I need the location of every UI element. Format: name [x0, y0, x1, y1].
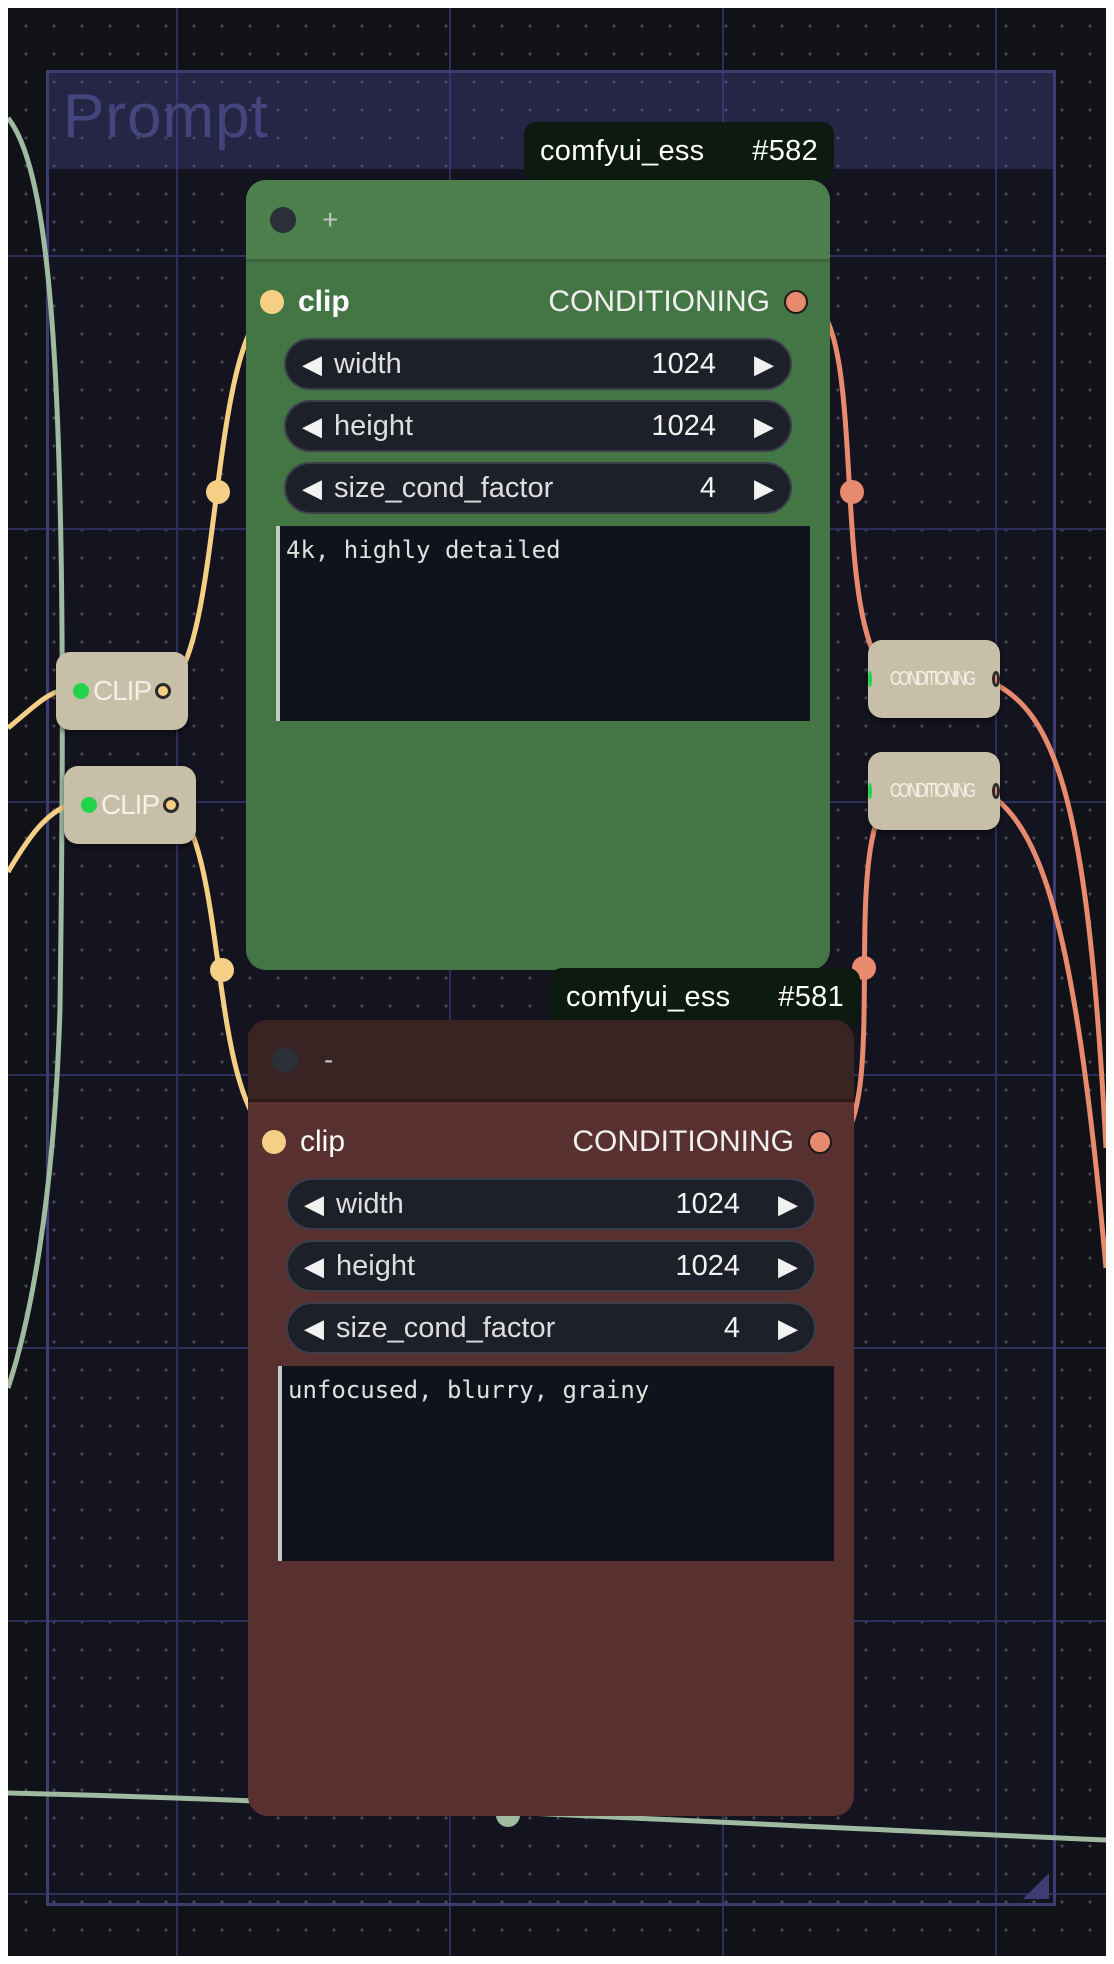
decrement-arrow-icon[interactable]: ◀ — [304, 1188, 324, 1219]
group-resize-handle[interactable] — [1023, 1873, 1049, 1899]
reroute-clip-2[interactable]: CLIP — [64, 766, 196, 844]
reroute-label: CLIP — [100, 789, 160, 820]
node-title: comfyui_ess — [566, 980, 731, 1013]
increment-arrow-icon[interactable]: ▶ — [754, 472, 774, 503]
widget-label: size_cond_factor — [334, 471, 554, 504]
output-label: CONDITIONING — [572, 1125, 794, 1158]
widget-label: width — [336, 1187, 404, 1220]
widget-label: size_cond_factor — [336, 1311, 556, 1344]
reroute-output-dot[interactable] — [163, 797, 180, 813]
reroute-input-dot[interactable] — [72, 683, 89, 699]
node-positive-prompt[interactable]: + clip CONDITIONING ◀ width 1024 ▶ ◀ hei… — [246, 180, 830, 970]
node-title: comfyui_ess — [540, 134, 705, 167]
reroute-output-dot[interactable] — [991, 671, 1000, 687]
widget-label: height — [336, 1249, 416, 1282]
increment-arrow-icon[interactable]: ▶ — [778, 1312, 798, 1343]
node-id: #582 — [752, 134, 818, 167]
output-label: CONDITIONING — [548, 285, 770, 318]
widget-size-cond-factor[interactable]: ◀ size_cond_factor 4 ▶ — [286, 1302, 816, 1354]
input-label: clip — [298, 285, 350, 318]
widget-value[interactable]: 1024 — [675, 1187, 740, 1220]
widget-value[interactable]: 1024 — [675, 1249, 740, 1282]
node-id: #581 — [778, 980, 844, 1013]
node-title-tag-582[interactable]: comfyui_ess #582 — [524, 122, 834, 180]
io-row: clip CONDITIONING — [246, 272, 830, 332]
node-header[interactable]: - — [248, 1020, 854, 1102]
prompt-textarea[interactable]: 4k, highly detailed — [276, 526, 810, 721]
node-header-symbol: + — [322, 203, 339, 235]
reroute-input-dot[interactable] — [868, 783, 872, 799]
increment-arrow-icon[interactable]: ▶ — [778, 1188, 798, 1219]
collapse-toggle[interactable] — [270, 206, 296, 233]
increment-arrow-icon[interactable]: ▶ — [778, 1250, 798, 1281]
widget-value[interactable]: 1024 — [651, 409, 716, 442]
reroute-conditioning-2[interactable]: CONDITIONING — [868, 752, 1000, 830]
output-slot-conditioning[interactable] — [808, 1130, 832, 1154]
reroute-input-dot[interactable] — [80, 797, 97, 813]
node-negative-prompt[interactable]: - clip CONDITIONING ◀ width 1024 ▶ ◀ hei… — [248, 1020, 854, 1816]
widget-width[interactable]: ◀ width 1024 ▶ — [286, 1178, 816, 1230]
widget-label: height — [334, 409, 414, 442]
decrement-arrow-icon[interactable]: ◀ — [302, 348, 322, 379]
increment-arrow-icon[interactable]: ▶ — [754, 410, 774, 441]
io-row: clip CONDITIONING — [248, 1112, 854, 1172]
increment-arrow-icon[interactable]: ▶ — [754, 348, 774, 379]
node-header-symbol: - — [324, 1043, 334, 1075]
node-graph-canvas[interactable]: Prompt comfyui_ess #582 + — [8, 8, 1106, 1956]
reroute-conditioning-1[interactable]: CONDITIONING — [868, 640, 1000, 718]
widget-label: width — [334, 347, 402, 380]
reroute-input-dot[interactable] — [868, 671, 872, 687]
decrement-arrow-icon[interactable]: ◀ — [302, 410, 322, 441]
widget-height[interactable]: ◀ height 1024 ▶ — [284, 400, 792, 452]
group-title: Prompt — [63, 82, 269, 151]
widget-value[interactable]: 1024 — [651, 347, 716, 380]
node-header[interactable]: + — [246, 180, 830, 262]
prompt-textarea[interactable]: unfocused, blurry, grainy — [278, 1366, 834, 1561]
reroute-clip-1[interactable]: CLIP — [56, 652, 188, 730]
decrement-arrow-icon[interactable]: ◀ — [304, 1312, 324, 1343]
output-slot-conditioning[interactable] — [784, 290, 808, 314]
reroute-label: CONDITIONING — [889, 779, 976, 802]
reroute-output-dot[interactable] — [155, 683, 172, 699]
collapse-toggle[interactable] — [272, 1046, 298, 1073]
widget-height[interactable]: ◀ height 1024 ▶ — [286, 1240, 816, 1292]
widget-size-cond-factor[interactable]: ◀ size_cond_factor 4 ▶ — [284, 462, 792, 514]
decrement-arrow-icon[interactable]: ◀ — [304, 1250, 324, 1281]
input-slot-clip[interactable] — [260, 290, 284, 314]
widget-value[interactable]: 4 — [699, 471, 716, 504]
decrement-arrow-icon[interactable]: ◀ — [302, 472, 322, 503]
input-slot-clip[interactable] — [262, 1130, 286, 1154]
node-title-tag-581[interactable]: comfyui_ess #581 — [550, 968, 860, 1026]
widget-value[interactable]: 4 — [723, 1311, 740, 1344]
reroute-label: CONDITIONING — [889, 667, 976, 690]
reroute-label: CLIP — [92, 675, 152, 706]
input-label: clip — [300, 1125, 346, 1158]
widget-width[interactable]: ◀ width 1024 ▶ — [284, 338, 792, 390]
reroute-output-dot[interactable] — [991, 783, 1000, 799]
